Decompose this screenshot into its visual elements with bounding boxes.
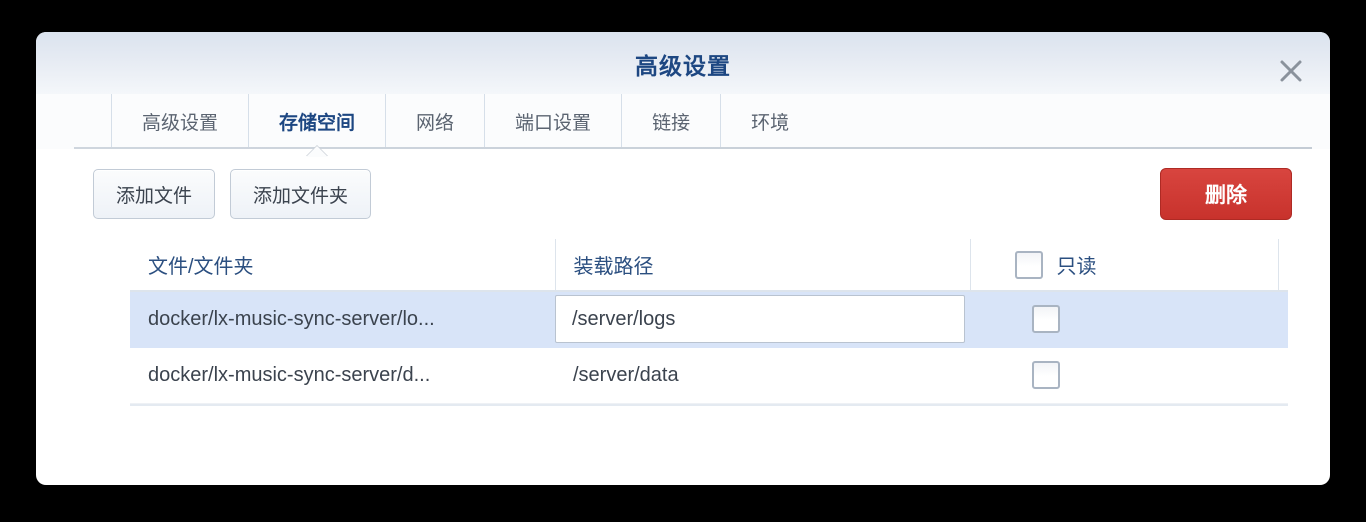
mount-path-input[interactable] <box>555 295 965 344</box>
column-header-mount-path[interactable]: 装载路径 <box>555 239 971 292</box>
storage-toolbar: 添加文件 添加文件夹 删除 <box>36 149 1330 239</box>
close-icon[interactable] <box>1274 54 1308 88</box>
advanced-settings-dialog: 高级设置 高级设置 存储空间 网络 端口设置 <box>36 32 1330 485</box>
tab-bar-divider <box>74 147 1312 149</box>
select-all-readonly-checkbox[interactable] <box>1014 250 1043 279</box>
cell-mount-path[interactable] <box>555 291 970 348</box>
column-header-file[interactable]: 文件/文件夹 <box>130 239 556 292</box>
dialog-titlebar: 高级设置 <box>36 32 1330 94</box>
tab-label: 高级设置 <box>142 113 219 134</box>
tab-advanced-settings[interactable]: 高级设置 <box>111 94 248 149</box>
tab-port-settings[interactable]: 端口设置 <box>484 94 621 149</box>
page-title: 高级设置 <box>635 53 731 79</box>
tab-label: 存储空间 <box>279 113 356 134</box>
column-header-readonly[interactable]: 只读 <box>970 239 1279 292</box>
delete-button[interactable]: 删除 <box>1160 168 1292 220</box>
readonly-checkbox[interactable] <box>1032 361 1060 389</box>
tab-links[interactable]: 链接 <box>621 94 720 149</box>
cell-spacer <box>1278 347 1288 404</box>
cell-file-path: docker/lx-music-sync-server/d... <box>130 347 555 404</box>
table-row[interactable]: docker/lx-music-sync-server/d... /server… <box>130 347 1288 404</box>
table-row[interactable]: docker/lx-music-sync-server/lo... <box>130 291 1288 348</box>
tab-label: 链接 <box>652 113 691 134</box>
cell-file-path: docker/lx-music-sync-server/lo... <box>130 291 555 348</box>
column-header-readonly-label: 只读 <box>1056 256 1097 278</box>
mounts-table-wrapper: 文件/文件夹 装载路径 只读 docker/lx-music-syn <box>130 239 1292 406</box>
cell-spacer <box>1278 291 1288 348</box>
tab-label: 环境 <box>751 113 790 134</box>
table-header-row: 文件/文件夹 装载路径 只读 <box>130 239 1288 292</box>
table-body: docker/lx-music-sync-server/lo... docke <box>130 291 1288 404</box>
tab-environment[interactable]: 环境 <box>720 94 819 149</box>
tab-network[interactable]: 网络 <box>385 94 484 149</box>
add-file-button[interactable]: 添加文件 <box>93 169 216 219</box>
readonly-checkbox[interactable] <box>1032 305 1060 334</box>
add-folder-button[interactable]: 添加文件夹 <box>230 169 372 219</box>
cell-readonly[interactable] <box>970 291 1278 348</box>
table-bottom-divider <box>130 403 1288 406</box>
tab-label: 网络 <box>416 113 455 134</box>
tab-storage[interactable]: 存储空间 <box>248 94 385 157</box>
active-tab-indicator-icon <box>306 146 329 157</box>
table-header: 文件/文件夹 装载路径 只读 <box>130 239 1288 292</box>
cell-mount-path[interactable]: /server/data <box>555 347 970 404</box>
mounts-table: 文件/文件夹 装载路径 只读 docker/lx-music-syn <box>130 239 1288 404</box>
column-header-spacer <box>1278 239 1288 292</box>
tab-bar: 高级设置 存储空间 网络 端口设置 链接 环境 <box>36 94 1330 157</box>
tab-label: 端口设置 <box>515 113 592 134</box>
cell-readonly[interactable] <box>970 347 1278 404</box>
